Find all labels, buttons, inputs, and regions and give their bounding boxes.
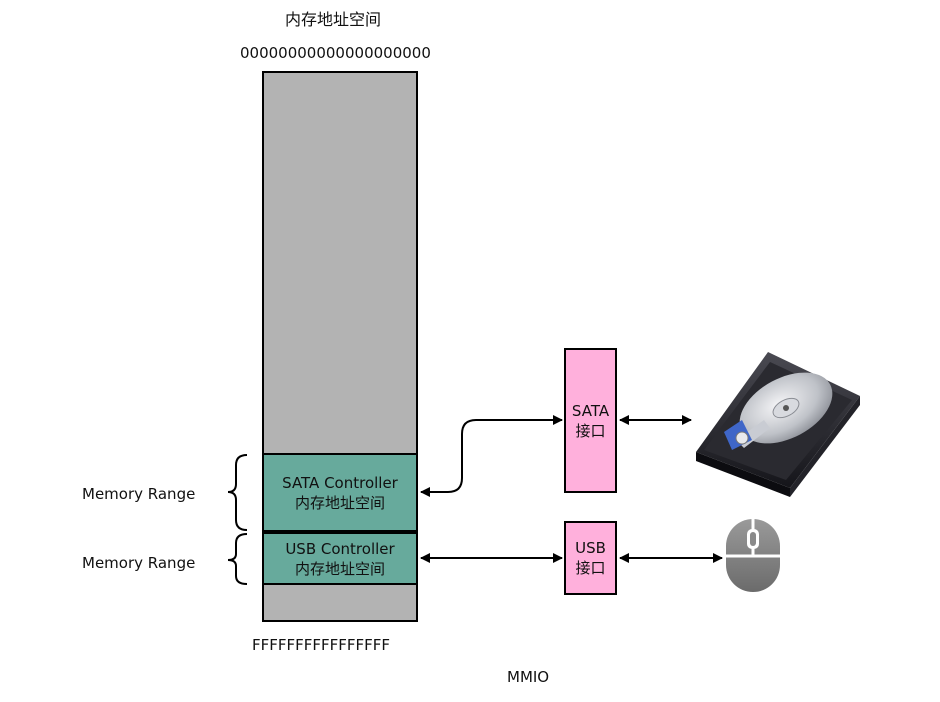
mmio-caption: MMIO	[507, 668, 550, 686]
sata-interface-sublabel: 接口	[575, 421, 606, 440]
sata-controller-region: SATA Controller 内存地址空间	[262, 453, 418, 532]
start-address: 00000000000000000000	[240, 44, 431, 62]
sata-interface-box: SATA 接口	[564, 348, 617, 493]
sata-region-label: SATA Controller	[282, 473, 398, 492]
usb-interface-sublabel: 接口	[575, 559, 606, 577]
sata-bus-arrow	[420, 415, 563, 497]
mouse-icon	[726, 519, 780, 592]
address-space-title: 内存地址空间	[285, 10, 382, 29]
usb-memory-range-label: Memory Range	[82, 554, 196, 572]
sata-interface-label: SATA	[571, 401, 610, 420]
usb-interface-box: USB 接口	[564, 521, 617, 595]
usb-controller-region: USB Controller 内存地址空间	[262, 532, 418, 585]
hard-drive-icon	[696, 352, 860, 497]
sata-memory-range-label: Memory Range	[82, 485, 196, 503]
sata-region-sublabel: 内存地址空间	[294, 493, 385, 512]
end-address: FFFFFFFFFFFFFFFF	[252, 636, 391, 654]
usb-region-sublabel: 内存地址空间	[294, 559, 385, 578]
usb-interface-label: USB	[575, 539, 606, 557]
usb-brace	[227, 533, 248, 585]
usb-region-label: USB Controller	[285, 539, 395, 558]
sata-brace	[227, 454, 248, 531]
